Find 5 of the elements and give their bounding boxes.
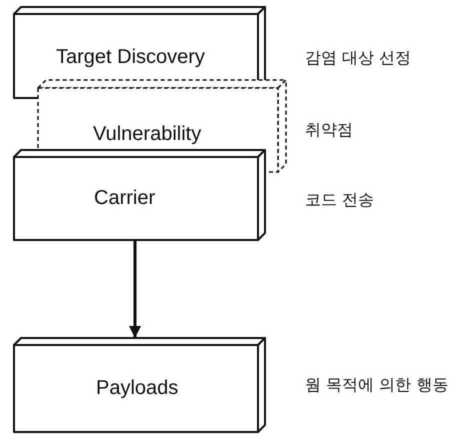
side-note: 감염 대상 선정 bbox=[305, 48, 412, 69]
side-note: 코드 전송 bbox=[305, 190, 374, 211]
arrow bbox=[129, 240, 141, 338]
side-note: 취약점 bbox=[305, 120, 353, 141]
side-note: 웜 목적에 의한 행동 bbox=[305, 375, 448, 396]
